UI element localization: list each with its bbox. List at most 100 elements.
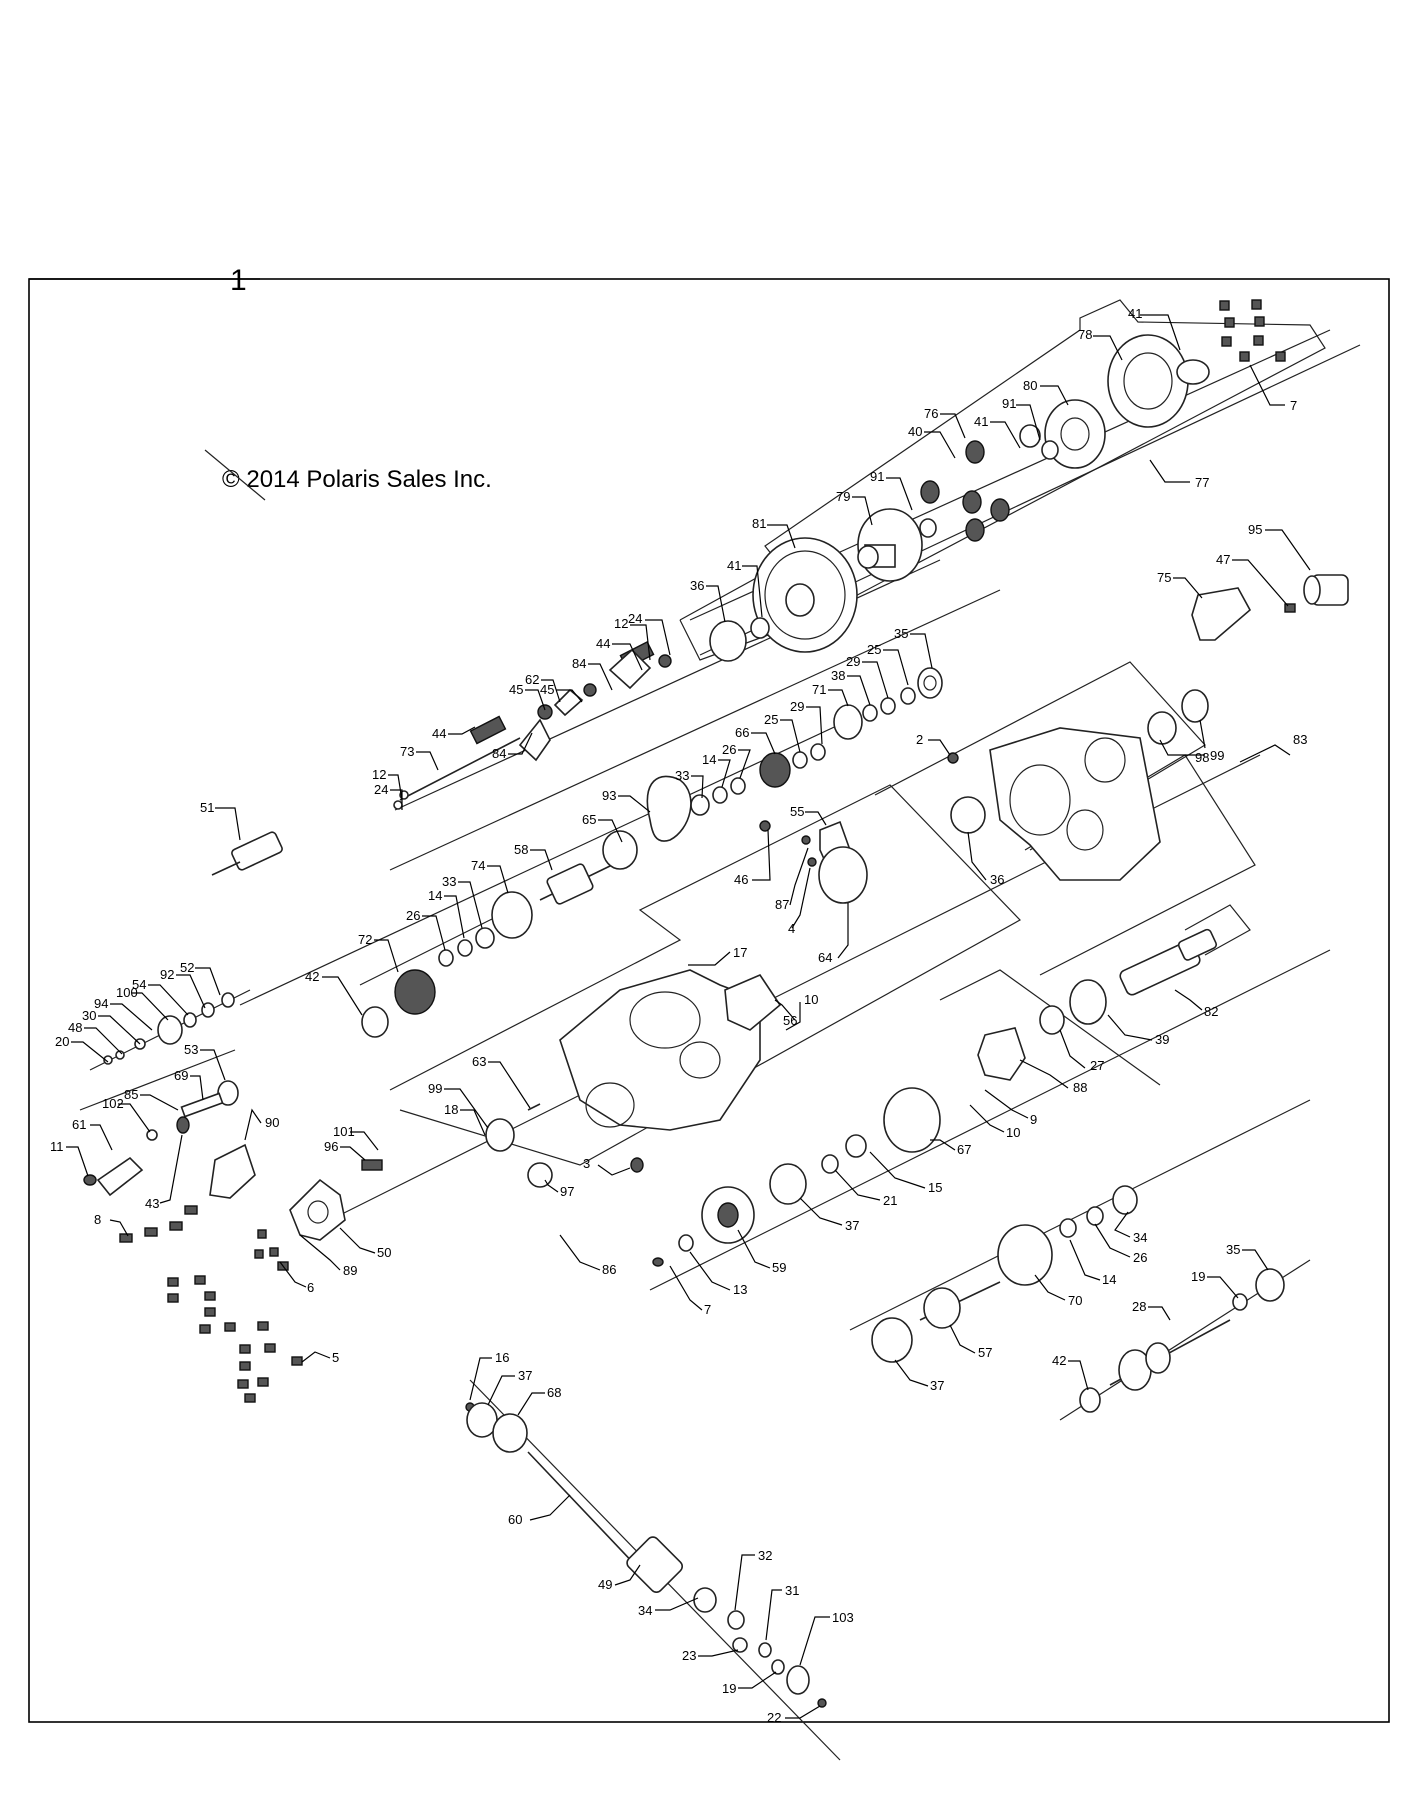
callout-72: 39 bbox=[1107, 1014, 1169, 1047]
svg-text:45: 45 bbox=[540, 682, 554, 697]
part-56-cover bbox=[724, 974, 782, 1031]
part-46-spring bbox=[759, 820, 771, 832]
svg-text:91: 91 bbox=[1002, 396, 1016, 411]
svg-text:101: 101 bbox=[333, 1124, 355, 1139]
callout-30: 25 bbox=[764, 712, 801, 753]
callout-95: 8 bbox=[94, 1212, 129, 1237]
part-2-plug bbox=[947, 752, 959, 764]
callout-46: 65 bbox=[582, 812, 623, 843]
callout-120: 49 bbox=[598, 1564, 641, 1592]
callout-20: 84 bbox=[572, 656, 613, 691]
svg-text:39: 39 bbox=[1155, 1032, 1169, 1047]
callout-68: 20 bbox=[55, 1034, 109, 1063]
part-91-ring bbox=[1041, 440, 1059, 460]
svg-text:32: 32 bbox=[758, 1548, 772, 1563]
callout-35: 73 bbox=[400, 744, 439, 771]
callout-113: 5 bbox=[301, 1350, 339, 1365]
callout-106: 70 bbox=[1034, 1274, 1082, 1308]
svg-text:4: 4 bbox=[788, 921, 795, 936]
callout-115: 16 bbox=[469, 1350, 509, 1401]
callout-38: 12 bbox=[372, 767, 403, 801]
part-64-plate bbox=[818, 846, 868, 904]
part-91b-ring bbox=[919, 518, 937, 538]
part-75-bracket bbox=[1191, 587, 1252, 641]
diagram-border bbox=[28, 278, 1390, 1723]
callout-107: 86 bbox=[559, 1234, 616, 1277]
callout-24: 29 bbox=[846, 654, 889, 699]
callout-19: 44 bbox=[596, 636, 643, 671]
callout-74: 69 bbox=[174, 1068, 204, 1101]
callout-84: 9 bbox=[984, 1089, 1037, 1127]
part-80-gear bbox=[1044, 399, 1106, 469]
part-79-carrier bbox=[857, 508, 923, 582]
callout-75: 27 bbox=[1059, 1029, 1104, 1073]
callout-88: 11 bbox=[50, 1139, 89, 1177]
svg-text:11: 11 bbox=[50, 1139, 64, 1154]
svg-text:98: 98 bbox=[1195, 750, 1209, 765]
callout-3: 76 bbox=[924, 406, 966, 439]
callout-126: 22 bbox=[767, 1705, 821, 1725]
callout-76: 88 bbox=[1019, 1059, 1087, 1095]
left-small-parts bbox=[83, 992, 256, 1199]
svg-text:33: 33 bbox=[442, 874, 456, 889]
callout-102: 14 bbox=[1069, 1239, 1116, 1287]
callout-10: 79 bbox=[836, 489, 873, 526]
parts bbox=[83, 299, 1349, 1708]
callout-121: 31 bbox=[765, 1583, 799, 1641]
callout-61: 52 bbox=[180, 960, 221, 996]
svg-text:64: 64 bbox=[818, 950, 832, 965]
callout-98: 50 bbox=[339, 1227, 391, 1260]
copyright-notice: © 2014 Polaris Sales Inc. bbox=[222, 466, 492, 493]
svg-text:90: 90 bbox=[265, 1115, 279, 1130]
part-99b-seal bbox=[485, 1118, 515, 1152]
callout-32: 66 bbox=[735, 725, 776, 755]
part-76-pinions bbox=[920, 440, 1010, 542]
callout-16: 75 bbox=[1157, 570, 1203, 599]
callout-6: 41 bbox=[974, 414, 1021, 449]
callout-91: 67 bbox=[930, 1139, 971, 1157]
part-71-gear bbox=[833, 704, 863, 740]
callout-119: 32 bbox=[734, 1548, 772, 1611]
callout-71: 56 bbox=[774, 999, 797, 1028]
svg-text:14: 14 bbox=[1102, 1272, 1116, 1287]
callout-4: 80 bbox=[1023, 378, 1069, 406]
callout-43: 99 bbox=[1159, 739, 1224, 763]
svg-text:14: 14 bbox=[428, 888, 442, 903]
svg-text:78: 78 bbox=[1078, 327, 1092, 342]
part-87-pin bbox=[801, 835, 811, 845]
callout-118: 60 bbox=[508, 1494, 571, 1527]
part-25b-ring bbox=[792, 751, 808, 769]
svg-text:66: 66 bbox=[735, 725, 749, 740]
part-50-actuator bbox=[289, 1159, 383, 1241]
svg-text:70: 70 bbox=[1068, 1293, 1082, 1308]
svg-text:7: 7 bbox=[704, 1302, 711, 1317]
svg-text:76: 76 bbox=[924, 406, 938, 421]
callout-41: 83 bbox=[1239, 732, 1307, 763]
part-42-bearing bbox=[361, 1006, 389, 1038]
callout-60: 17 bbox=[688, 945, 747, 966]
part-66-hub bbox=[759, 752, 791, 788]
svg-text:40: 40 bbox=[908, 424, 922, 439]
part-67-gear bbox=[883, 1087, 941, 1153]
callout-36: 14 bbox=[702, 752, 731, 788]
part-98-bearing bbox=[1181, 689, 1209, 723]
svg-text:81: 81 bbox=[752, 516, 766, 531]
part-32-ring bbox=[727, 1610, 745, 1630]
part-13-ring bbox=[678, 1234, 694, 1252]
callout-104: 13 bbox=[689, 1251, 747, 1297]
svg-text:96: 96 bbox=[324, 1139, 338, 1154]
callout-125: 19 bbox=[722, 1671, 777, 1696]
svg-text:102: 102 bbox=[102, 1096, 124, 1111]
svg-text:100: 100 bbox=[116, 985, 138, 1000]
svg-text:42: 42 bbox=[305, 969, 319, 984]
svg-text:6: 6 bbox=[307, 1280, 314, 1295]
svg-text:35: 35 bbox=[1226, 1242, 1240, 1257]
part-37b-bearing bbox=[871, 1317, 913, 1363]
callout-49: 46 bbox=[734, 829, 771, 887]
part-74-gear bbox=[491, 891, 533, 939]
svg-text:99: 99 bbox=[1210, 748, 1224, 763]
part-83-housing bbox=[989, 727, 1161, 881]
svg-text:26: 26 bbox=[722, 742, 736, 757]
svg-text:47: 47 bbox=[1216, 552, 1230, 567]
part-33b-bearing bbox=[475, 927, 495, 949]
